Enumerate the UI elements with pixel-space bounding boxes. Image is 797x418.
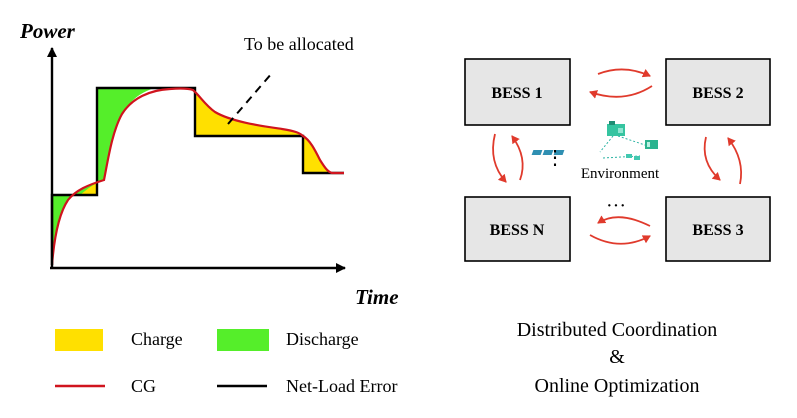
arrow-bess1-to-bess2 — [597, 68, 651, 78]
legend-label-discharge: Discharge — [286, 329, 359, 349]
legend: Charge Discharge CG Net-Load Error — [55, 329, 397, 396]
arrow-bessn-to-bess1 — [511, 135, 524, 181]
callout-text: To be allocated — [244, 34, 354, 54]
bess-2-label: BESS 2 — [692, 85, 743, 102]
bess-3-label: BESS 3 — [692, 222, 743, 239]
charge-region-3 — [303, 136, 332, 173]
discharge-region-1 — [52, 183, 97, 265]
legend-swatch-discharge — [217, 329, 269, 351]
arrow-bess3-to-bessn — [597, 215, 651, 227]
legend-swatch-charge — [55, 329, 103, 351]
arrow-bessn-to-bess3 — [589, 234, 651, 245]
net-load-error-line — [50, 86, 344, 265]
legend-label-cg: CG — [131, 376, 156, 396]
bess-n-node: BESS N — [464, 196, 571, 262]
arrow-bess3-to-bess2 — [727, 137, 743, 185]
horizontal-ellipsis: ··· — [606, 195, 626, 217]
vertical-ellipsis: ⋮ — [545, 147, 565, 169]
legend-label-net-load-error: Net-Load Error — [286, 376, 397, 396]
y-axis-label: Power — [19, 19, 76, 43]
bess-n-label: BESS N — [490, 222, 545, 239]
bess-1-node: BESS 1 — [464, 58, 571, 126]
discharge-region-2 — [97, 88, 155, 183]
arrow-bess1-to-bessn — [492, 133, 507, 183]
caption: Distributed Coordination & Online Optimi… — [517, 319, 718, 397]
caption-line-1: Distributed Coordination — [517, 319, 718, 341]
cg-curve — [50, 87, 344, 266]
arrow-bess2-to-bess1 — [589, 85, 653, 99]
caption-line-3: Online Optimization — [535, 375, 700, 397]
charge-region-2 — [193, 90, 303, 136]
arrow-bess2-to-bess3 — [703, 136, 721, 181]
bess-1-label: BESS 1 — [491, 85, 542, 102]
power-time-chart: Power Time To be allocated — [19, 19, 399, 309]
legend-label-charge: Charge — [131, 329, 183, 349]
bess-2-node: BESS 2 — [665, 58, 771, 126]
bess-3-node: BESS 3 — [665, 196, 771, 262]
charge-region-1 — [80, 183, 97, 195]
callout-leader — [227, 72, 273, 125]
bess-diagram: BESS 1 BESS 2 BESS N BESS 3 — [464, 58, 771, 262]
caption-line-2: & — [609, 346, 625, 368]
environment-icon — [531, 121, 658, 160]
environment-label: Environment — [581, 166, 660, 182]
x-axis-label: Time — [355, 285, 399, 309]
